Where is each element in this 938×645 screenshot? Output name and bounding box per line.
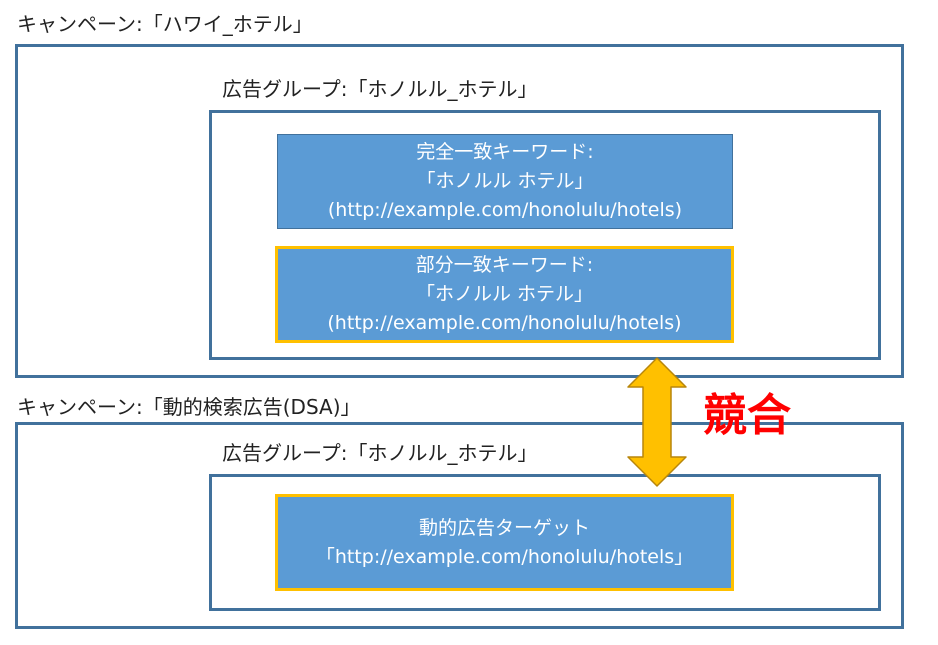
phrase-match-keyword-title: 部分一致キーワード: [415, 254, 594, 276]
exact-match-keyword-text: 「ホノルル ホテル」 [416, 170, 594, 192]
exact-match-keyword-title: 完全一致キーワード: [416, 141, 594, 163]
exact-match-keyword-box: 完全一致キーワード: 「ホノルル ホテル」 (http://example.co… [277, 134, 733, 229]
campaign-dsa-label: キャンペーン:「動的検索広告(DSA)」 [17, 395, 361, 419]
phrase-match-keyword-text: 「ホノルル ホテル」 [415, 283, 594, 305]
campaign-dsa-ad-group-label: 広告グループ:「ホノルル_ホテル」 [222, 441, 538, 465]
dynamic-ad-target-url: 「http://example.com/honolulu/hotels」 [315, 545, 694, 568]
phrase-match-keyword-box: 部分一致キーワード: 「ホノルル ホテル」 (http://example.co… [275, 246, 734, 343]
campaign-hawaii-ad-group-label: 広告グループ:「ホノルル_ホテル」 [222, 77, 538, 101]
double-arrow-shape [627, 357, 687, 487]
campaign-hawaii-label: キャンペーン:「ハワイ_ホテル」 [17, 12, 313, 36]
dynamic-ad-target-box: 動的広告ターゲット 「http://example.com/honolulu/h… [275, 494, 734, 591]
dynamic-ad-target-title: 動的広告ターゲット [418, 516, 590, 539]
double-arrow-vertical-icon [627, 357, 687, 487]
conflict-label: 競合 [703, 390, 791, 441]
exact-match-keyword-url: (http://example.com/honolulu/hotels) [327, 199, 683, 221]
phrase-match-keyword-url: (http://example.com/honolulu/hotels) [327, 312, 682, 334]
